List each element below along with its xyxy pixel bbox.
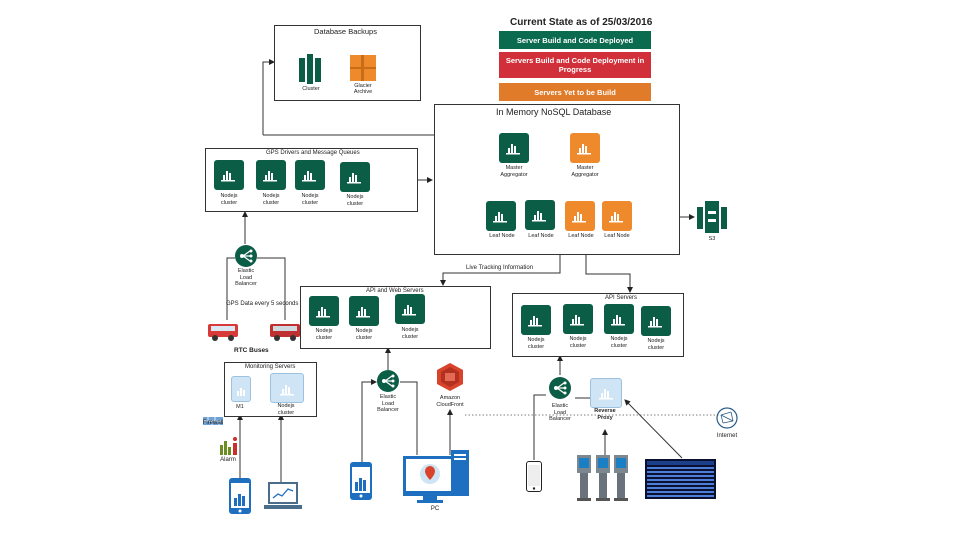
gps-node-2-label: Nodejs cluster: [262, 193, 280, 206]
gps-node-3-label: Nodejs cluster: [301, 193, 319, 206]
s3-label: S3: [708, 236, 716, 242]
load-balancer-3-icon: [549, 377, 571, 399]
load-balancer-1-icon: [235, 245, 257, 267]
archive-label: Archive: [353, 89, 373, 95]
api-servers-title: API Servers: [605, 295, 638, 301]
mobile-phone-icon-2: [350, 462, 372, 500]
pc-icon: [403, 450, 469, 504]
live-tracking-label: Live Tracking Information: [466, 265, 534, 271]
api-node-3-label: Nodejs cluster: [610, 336, 628, 349]
reverse-proxy-icon: [590, 378, 622, 408]
legend-title: Current State as of 25/03/2016: [510, 17, 653, 28]
gps-data-note: GPS Data every 5 seconds: [226, 301, 299, 307]
kiosk-icon-2: [596, 455, 610, 501]
legend-in-progress: Servers Build and Code Deployment in Pro…: [499, 52, 651, 78]
bus-icon-1: [208, 322, 238, 342]
gps-node-1-icon: [214, 160, 244, 190]
api-web-node-3-icon: [395, 294, 425, 324]
legend-deployed: Server Build and Code Deployed: [499, 31, 651, 49]
gps-node-1-label: Nodejs cluster: [220, 193, 238, 206]
leaf-node-4-label: Leaf Node: [604, 233, 630, 239]
kiosk-icon-3: [614, 455, 628, 501]
alarm-icon: [219, 437, 239, 455]
reverse-proxy-label: Reverse Proxy: [594, 408, 616, 421]
load-balancer-1-label: Elastic Load Balancer: [235, 268, 257, 287]
cloudfront-label: Amazon CloudFront: [436, 395, 464, 408]
bus-icon-2: [270, 322, 300, 342]
leaf-node-3-icon: [565, 201, 595, 231]
m1-label: M1: [236, 404, 244, 410]
gps-node-3-icon: [295, 160, 325, 190]
firewall-icon: [203, 412, 223, 425]
load-balancer-3-label: Elastic Load Balancer: [549, 403, 571, 422]
api-web-node-1-icon: [309, 296, 339, 326]
mobile-phone-icon-3: [526, 461, 542, 492]
api-node-1-label: Nodejs cluster: [527, 337, 545, 350]
master-aggregator-1-label: Master Aggregator: [500, 165, 528, 178]
api-node-2-label: Nodejs cluster: [569, 336, 587, 349]
leaf-node-1-icon: [486, 201, 516, 231]
monitoring-servers-title: Monitoring Servers: [245, 364, 296, 370]
gps-node-4-label: Nodejs cluster: [346, 194, 364, 207]
cluster-icon: [299, 54, 321, 84]
alarm-label: Alarm: [220, 457, 236, 463]
master-aggregator-1-icon: [499, 133, 529, 163]
gps-drivers-title: GPS Drivers and Message Queues: [266, 150, 360, 156]
gps-node-2-icon: [256, 160, 286, 190]
master-aggregator-2-icon: [570, 133, 600, 163]
monitoring-node-label: Nodejs cluster: [277, 403, 295, 416]
legend-yet-to-build: Servers Yet to be Build: [499, 83, 651, 101]
api-node-3-icon: [604, 304, 634, 334]
leaf-node-3-label: Leaf Node: [568, 233, 594, 239]
api-web-servers-title: API and Web Servers: [366, 288, 424, 294]
firewall-label: Firewall: [202, 420, 224, 426]
internet-label: Internet: [716, 433, 738, 439]
monitoring-node-icon: [270, 373, 304, 403]
master-aggregator-2-label: Master Aggregator: [571, 165, 599, 178]
laptop-icon: [264, 482, 302, 514]
leaf-node-1-label: Leaf Node: [489, 233, 515, 239]
m1-server-icon: [231, 376, 251, 402]
api-web-node-2-icon: [349, 296, 379, 326]
api-node-4-icon: [641, 306, 671, 336]
database-backups-title: Database Backups: [314, 27, 377, 36]
leaf-node-2-label: Leaf Node: [528, 233, 554, 239]
api-web-node-1-label: Nodejs cluster: [315, 328, 333, 341]
mobile-phone-icon-1: [229, 478, 251, 514]
buses-label: RTC Buses: [234, 347, 269, 354]
load-balancer-2-label: Elastic Load Balancer: [377, 394, 399, 413]
display-board-icon: [645, 459, 716, 499]
api-node-4-label: Nodejs cluster: [647, 338, 665, 351]
leaf-node-4-icon: [602, 201, 632, 231]
nosql-title: In Memory NoSQL Database: [496, 107, 612, 117]
s3-icon: [697, 201, 727, 233]
database-backups-box: [274, 25, 421, 101]
cluster-label: Cluster: [302, 86, 320, 92]
kiosk-icon-1: [577, 455, 591, 501]
glacier-icon: [350, 55, 376, 81]
internet-icon: [716, 407, 738, 429]
pc-label: PC: [430, 506, 440, 512]
api-node-2-icon: [563, 304, 593, 334]
cloudfront-icon: [437, 363, 463, 391]
api-web-node-2-label: Nodejs cluster: [355, 328, 373, 341]
api-node-1-icon: [521, 305, 551, 335]
nosql-database-box: [434, 104, 680, 255]
glacier-label: Glacier: [354, 83, 372, 89]
api-web-node-3-label: Nodejs cluster: [401, 327, 419, 340]
load-balancer-2-icon: [377, 370, 399, 392]
leaf-node-2-icon: [525, 200, 555, 230]
gps-node-4-icon: [340, 162, 370, 192]
